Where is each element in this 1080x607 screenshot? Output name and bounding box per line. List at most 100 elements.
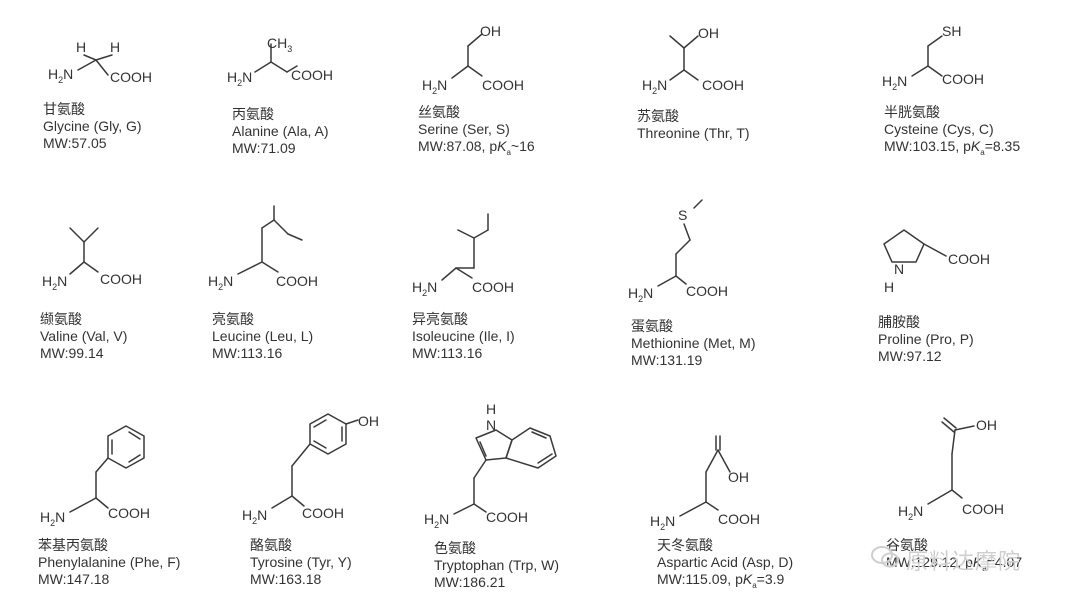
chinese-name: 天冬氨酸 [657,537,713,553]
carboxyl-label: COOH [302,505,344,521]
molecular-weight: MW:71.09 [232,140,296,156]
english-name: Tryptophan (Trp, W) [434,557,559,573]
amine-label: H2N [628,285,653,304]
molecular-weight: MW:186.21 [434,574,506,590]
amine-label: H2N [242,507,267,526]
wechat-icon [871,546,899,568]
structure-tryptophan: H N H2N COOH [424,401,557,530]
structure-threonine: OH H2N COOH [642,25,744,96]
watermark: 原料达摩院 [866,540,1056,580]
thiol-label: SH [942,23,961,39]
structure-isoleucine: H2N COOH [412,213,514,298]
amine-label: H2N [642,77,667,96]
structure-aspartic-acid: OH H2N COOH [650,435,760,532]
chinese-name: 半胱氨酸 [884,104,940,120]
structure-leucine: H2N COOH [208,205,318,292]
molecular-weight: MW:131.19 [631,352,703,368]
english-name: Alanine (Ala, A) [232,123,329,139]
carboxyl-label: COOH [482,77,524,93]
carboxyl-label: COOH [686,283,728,299]
amine-label: H2N [42,273,67,292]
molecular-weight: MW:147.18 [38,571,110,587]
chinese-name: 色氨酸 [434,540,476,556]
english-name: Isoleucine (Ile, I) [412,328,515,344]
molecular-weight: MW:163.18 [250,571,322,587]
chinese-name: 苏氨酸 [637,108,679,124]
english-name: Valine (Val, V) [40,328,128,344]
amine-label: H2N [898,503,923,522]
molecular-weight: MW:129.12, pKa=4.07 [886,554,1023,573]
english-name: Tyrosine (Tyr, Y) [250,554,352,570]
amine-label: H2N [422,77,447,96]
amine-label: H2N [424,511,449,530]
molecular-weight: MW:115.09, pKa=3.9 [657,571,785,590]
molecular-weight: MW:113.16 [412,345,483,361]
hydroxyl-label: OH [728,469,749,485]
english-name: Cysteine (Cys, C) [884,121,994,137]
chinese-name: 酪氨酸 [250,537,292,553]
carboxyl-label: COOH [276,273,318,289]
hydroxyl-label: OH [976,417,997,433]
english-name: Glycine (Gly, G) [43,118,142,134]
structure-methionine: S H2N COOH [628,199,728,304]
english-name: Leucine (Leu, L) [212,328,314,344]
structure-cysteine: SH H2N COOH [882,23,984,92]
hydroxyl-label: OH [480,23,501,39]
chinese-name: 丝氨酸 [418,104,460,120]
structure-glycine: H2N H H COOH [48,39,152,85]
molecular-weight: MW:87.08, pKa~16 [418,138,535,157]
carboxyl-label: COOH [702,77,744,93]
chinese-name: 异亮氨酸 [412,311,468,327]
watermark-text: 原料达摩院 [906,550,1022,575]
hydrogen-label: H [110,39,120,55]
carboxyl-label: COOH [942,71,984,87]
amine-label: H2N [650,513,675,532]
chinese-name: 丙氨酸 [232,106,274,122]
amine-label: H2N [40,509,65,528]
chinese-name: 谷氨酸 [886,537,928,553]
amine-label: H2N [48,66,73,85]
chinese-name: 苯基丙氨酸 [38,537,108,553]
carboxyl-label: COOH [718,511,760,527]
amine-label: H2N [882,73,907,92]
chinese-name: 蛋氨酸 [631,318,673,334]
carboxyl-label: COOH [110,69,152,85]
carboxyl-label: COOH [108,505,150,521]
molecular-weight: MW:57.05 [43,135,107,151]
carboxyl-label: COOH [291,67,333,83]
nitrogen-label: N [486,417,496,433]
hydroxyl-label: OH [358,413,379,429]
english-name: Threonine (Thr, T) [637,125,750,141]
structure-proline: N H COOH [883,229,990,295]
nitrogen-label: N [894,261,904,277]
chinese-name: 亮氨酸 [212,311,254,327]
amine-label: H2N [412,279,437,298]
molecular-weight: MW:99.14 [40,345,104,361]
carboxyl-label: COOH [486,509,528,525]
structure-valine: H2N COOH [42,227,142,292]
chinese-name: 甘氨酸 [43,101,85,117]
structure-serine: OH H2N COOH [422,23,524,96]
molecular-weight: MW:103.15, pKa=8.35 [884,138,1021,157]
structure-phenylalanine: H2N COOH [40,425,150,528]
english-name: Proline (Pro, P) [878,331,974,347]
english-name: Serine (Ser, S) [418,121,510,137]
methyl-label: CH3 [267,35,292,54]
english-name: Phenylalanine (Phe, F) [38,554,181,570]
chinese-name: 缬氨酸 [40,311,82,327]
hydrogen-label: H [76,39,86,55]
structure-alanine: H2N CH3 COOH [227,35,333,88]
carboxyl-label: COOH [948,251,990,267]
structure-tyrosine: OH H2N COOH [242,413,379,526]
molecular-weight: MW:113.16 [212,345,283,361]
amine-label: H2N [208,273,233,292]
amine-label: H2N [227,69,252,88]
carboxyl-label: COOH [100,271,142,287]
english-name: Aspartic Acid (Asp, D) [657,554,794,570]
carboxyl-label: COOH [962,501,1004,517]
hydroxyl-label: OH [698,25,719,41]
hydrogen-label: H [884,279,894,295]
carboxyl-label: COOH [472,279,514,295]
hydrogen-label: H [486,401,496,417]
english-name: Methionine (Met, M) [631,335,756,351]
